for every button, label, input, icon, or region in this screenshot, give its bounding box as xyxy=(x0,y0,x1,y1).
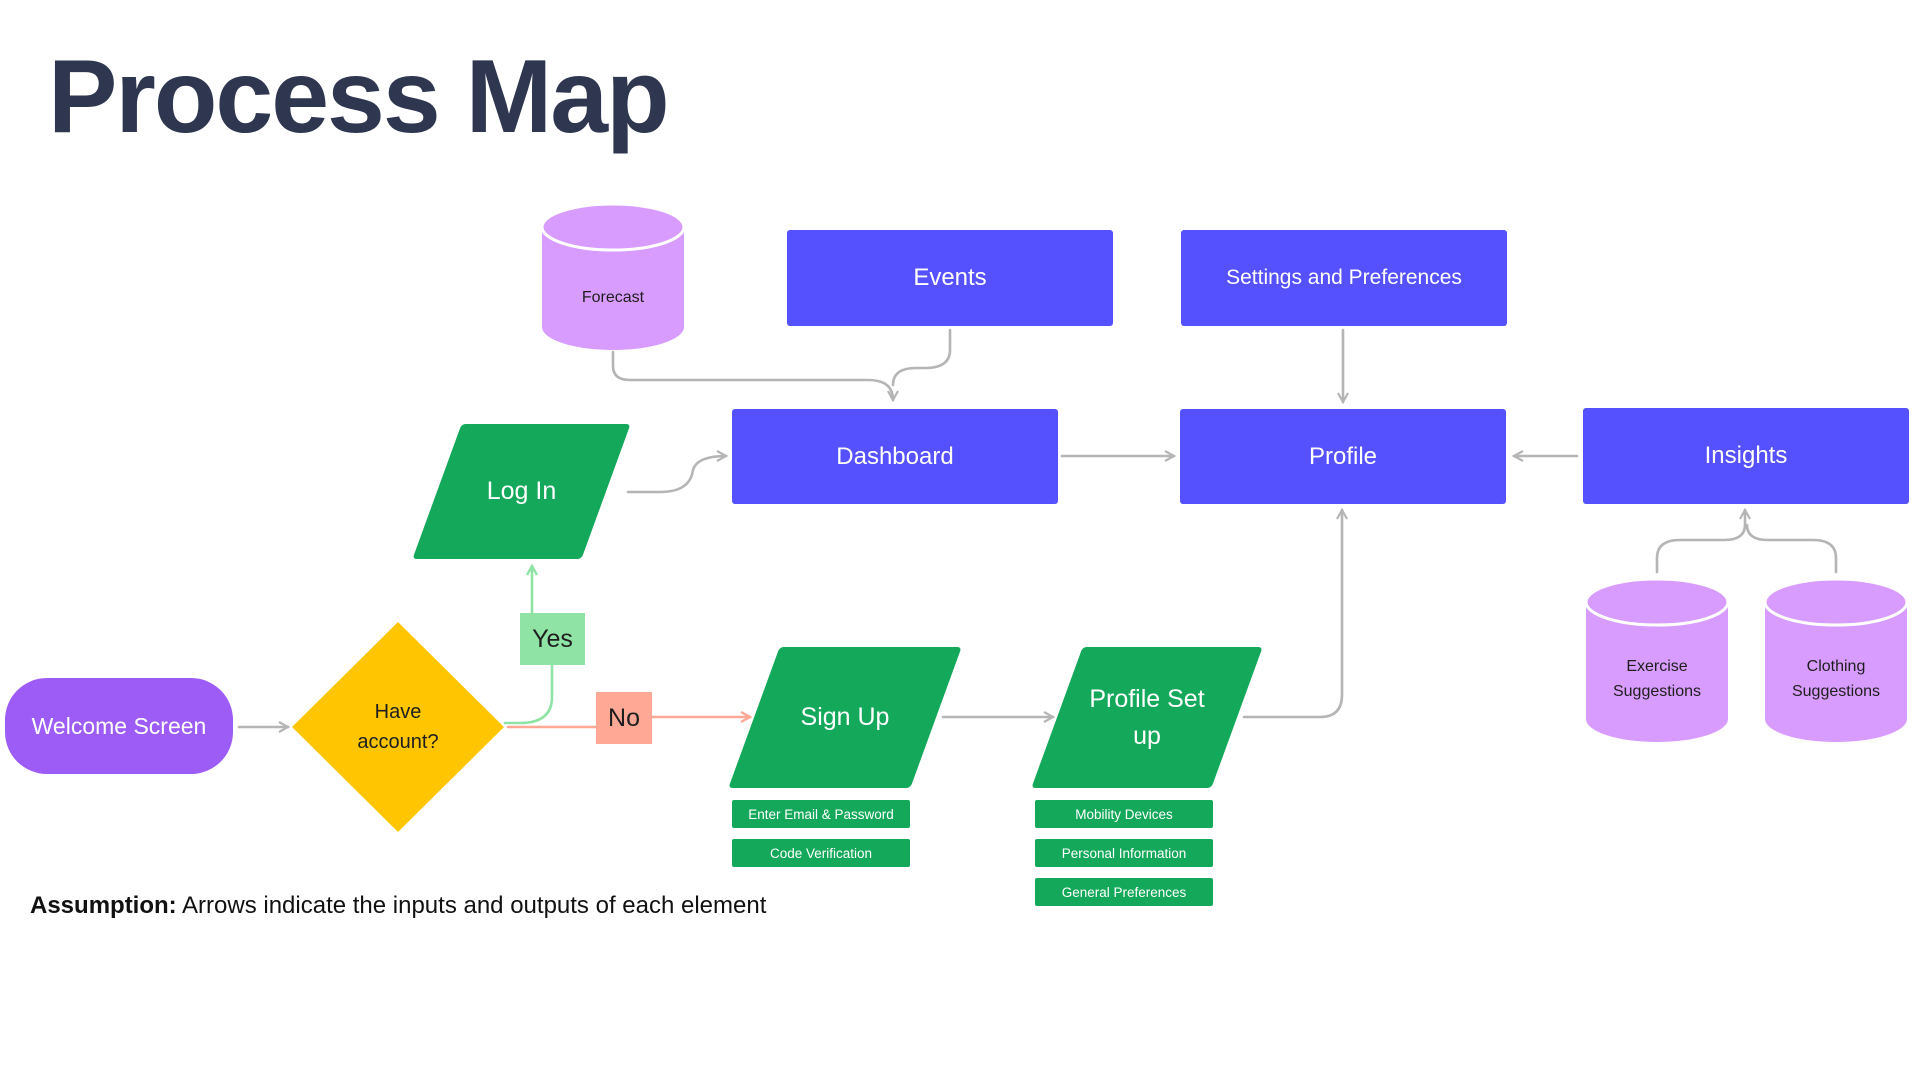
profile-label: Profile xyxy=(1308,442,1378,470)
page-title: Process Map xyxy=(48,39,670,155)
clothing-label-line2: Suggestions xyxy=(1791,682,1881,700)
insights-label: Insights xyxy=(1704,442,1788,469)
sign-up-node[interactable]: Sign Up xyxy=(728,647,962,788)
setup-step-personal-information[interactable]: Personal Information xyxy=(1035,839,1213,867)
profile-setup-node[interactable]: Profile Set up xyxy=(1031,647,1263,788)
assumption-note-heading: Assumption: xyxy=(30,892,177,919)
log-in-node[interactable]: Log In xyxy=(412,424,631,559)
welcome-screen-node[interactable]: Welcome Screen xyxy=(5,678,233,774)
welcome-screen-label: Welcome Screen xyxy=(31,712,207,739)
setup-step-general-preferences[interactable]: General Preferences xyxy=(1035,878,1213,906)
arrow-login-to-dashboard xyxy=(626,456,726,494)
profile-node[interactable]: Profile xyxy=(1180,409,1506,504)
arrow-events-to-dashboard xyxy=(891,328,952,387)
yes-text: Yes xyxy=(532,624,573,653)
clothing-cylinder-shape xyxy=(1763,577,1909,742)
forecast-cylinder-shape xyxy=(540,202,686,350)
signup-step-code-verification[interactable]: Code Verification xyxy=(732,839,910,867)
arrow-yes-to-login xyxy=(503,658,554,725)
arrow-exercise-to-insights xyxy=(1655,510,1745,574)
arrow-clothing-to-insights xyxy=(1745,523,1838,574)
signup-step-email-password[interactable]: Enter Email & Password xyxy=(732,800,910,828)
clothing-label-line1: Clothing xyxy=(1806,658,1866,675)
exercise-label-line2: Suggestions xyxy=(1612,682,1702,700)
have-account-decision[interactable]: Have account? xyxy=(292,622,504,832)
profile-setup-label-line1: Profile Set xyxy=(1089,685,1205,714)
settings-preferences-node[interactable]: Settings and Preferences xyxy=(1181,230,1507,326)
forecast-label: Forecast xyxy=(581,289,645,306)
events-label: Events xyxy=(913,264,987,291)
setup-step-mobility-devices[interactable]: Mobility Devices xyxy=(1035,800,1213,828)
exercise-label-line1: Exercise xyxy=(1626,658,1688,675)
dashboard-label: Dashboard xyxy=(836,442,954,470)
arrow-forecast-to-dashboard xyxy=(611,350,893,400)
insights-node[interactable]: Insights xyxy=(1583,408,1909,504)
no-label: No xyxy=(596,692,652,744)
settings-preferences-label: Settings and Preferences xyxy=(1226,266,1462,289)
decision-label-line2: account? xyxy=(357,731,439,753)
clothing-suggestions-datastore[interactable]: Clothing Suggestions xyxy=(1763,577,1909,744)
log-in-label: Log In xyxy=(486,477,557,506)
no-text: No xyxy=(608,703,640,732)
exercise-suggestions-datastore[interactable]: Exercise Suggestions xyxy=(1584,577,1730,744)
dashboard-node[interactable]: Dashboard xyxy=(732,409,1058,504)
assumption-note: Assumption: Arrows indicate the inputs a… xyxy=(30,892,766,920)
sign-up-label: Sign Up xyxy=(800,703,890,732)
arrow-profilesetup-to-profile xyxy=(1242,510,1342,719)
decision-label-line1: Have xyxy=(374,701,422,723)
exercise-cylinder-shape xyxy=(1584,577,1730,742)
assumption-note-text: Arrows indicate the inputs and outputs o… xyxy=(176,892,767,919)
profile-setup-label-line2: up xyxy=(1133,721,1161,750)
events-node[interactable]: Events xyxy=(787,230,1113,326)
yes-label: Yes xyxy=(520,613,585,665)
forecast-datastore[interactable]: Forecast xyxy=(540,202,686,352)
